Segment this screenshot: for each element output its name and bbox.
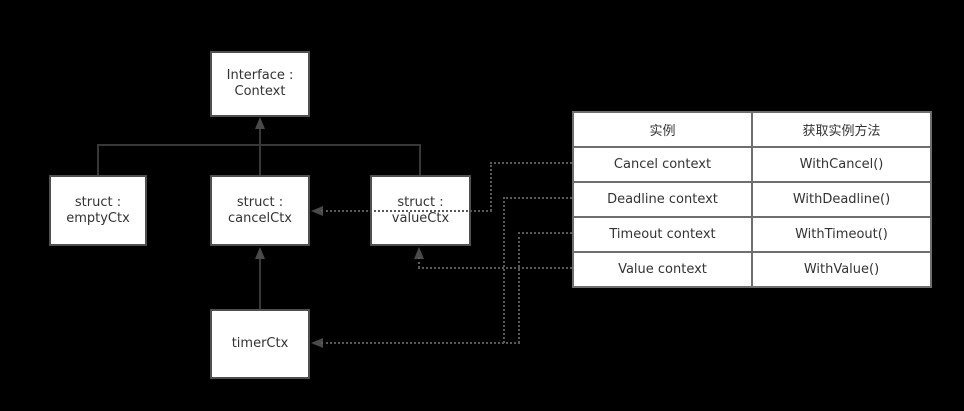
arrowhead-cancel-row-icon (311, 206, 323, 216)
table-cell-instance: Value context (572, 251, 753, 288)
arrowhead-to-timerctx-icon (311, 338, 323, 348)
table-cell-instance: Timeout context (572, 216, 753, 253)
table-cell-instance: Cancel context (572, 146, 753, 183)
edge-stub-valuectx (419, 144, 421, 175)
node-label-line: cancelCtx (228, 210, 292, 226)
table-row: Cancel context WithCancel() (572, 146, 932, 183)
arrowhead-to-cancelctx-icon (255, 247, 265, 259)
node-label-line: Context (234, 84, 286, 99)
edge-timerctx-to-cancelctx (259, 257, 261, 309)
edge-deadline-row-v (503, 197, 505, 343)
table-cell-method: WithTimeout() (751, 216, 932, 253)
edge-trunk-to-context (259, 127, 261, 146)
edge-value-row-h (418, 267, 572, 269)
edge-to-timerctx-h (321, 342, 520, 344)
node-label-line: emptyCtx (66, 210, 130, 226)
edge-stub-cancelctx (259, 144, 261, 175)
node-label-line: Interface : (226, 68, 294, 83)
edge-timeout-row-v (518, 232, 520, 343)
node-label-line: struct : (236, 194, 284, 210)
edge-timeout-row-h (518, 232, 572, 234)
node-cancelctx: struct : cancelCtx (210, 175, 310, 246)
table-cell-method: WithCancel() (751, 146, 932, 183)
table-cell-method: WithValue() (751, 251, 932, 288)
edge-deadline-row-h (503, 197, 572, 199)
arrowhead-to-context-icon (255, 117, 265, 129)
arrowhead-to-valuectx-icon (414, 247, 424, 259)
node-emptyctx: struct : emptyCtx (49, 175, 147, 246)
table-row: Deadline context WithDeadline() (572, 181, 932, 218)
table-header-method: 获取实例方法 (751, 111, 932, 148)
node-timerctx: timerCtx (210, 309, 310, 379)
edge-value-row-v (418, 257, 420, 268)
table-row: Timeout context WithTimeout() (572, 216, 932, 253)
context-methods-table: 实例 获取实例方法 Cancel context WithCancel() De… (572, 111, 932, 288)
node-label-line: struct : (74, 194, 122, 210)
edge-cancel-row-h2 (490, 162, 572, 164)
edge-stub-emptyctx (97, 144, 99, 175)
edge-cancel-row-h1 (321, 210, 492, 212)
table-header-row: 实例 获取实例方法 (572, 111, 932, 148)
table-cell-method: WithDeadline() (751, 181, 932, 218)
node-label-line: valueCtx (391, 210, 450, 226)
edge-cancel-row-v (490, 162, 492, 211)
node-label-line: timerCtx (231, 336, 289, 351)
table-cell-instance: Deadline context (572, 181, 753, 218)
node-label-line: struct : (397, 194, 444, 210)
table-header-instance: 实例 (572, 111, 753, 148)
table-row: Value context WithValue() (572, 251, 932, 288)
node-interface-context: Interface : Context (210, 51, 310, 117)
